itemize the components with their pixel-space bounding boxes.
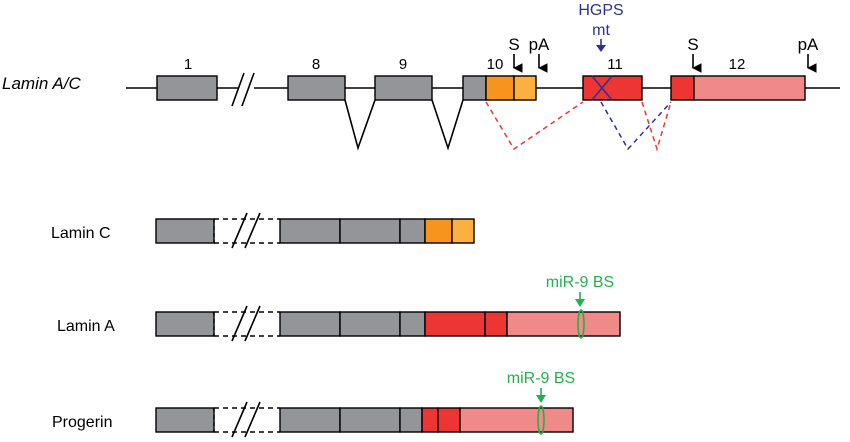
break-mark <box>244 305 261 342</box>
hgps-mutation-arrowhead <box>596 45 606 52</box>
splice-site-label: S <box>687 35 698 54</box>
segment-gray <box>155 218 215 244</box>
exon-10-orange-b <box>513 75 537 101</box>
splice-site-label: S <box>508 35 519 54</box>
segment-gray <box>279 407 341 433</box>
segment-gray <box>339 218 401 244</box>
segment-gray <box>279 218 341 244</box>
mir9-bs-label: miR-9 BS <box>507 370 575 387</box>
segment-gray <box>399 407 423 433</box>
break-mark <box>231 401 248 438</box>
transcript-progerin: Progerin miR-9 BS <box>52 370 575 438</box>
transcript-name: Progerin <box>52 414 112 431</box>
mir9-binding-site <box>577 309 585 339</box>
exon-12-red <box>670 75 695 101</box>
segment-orange <box>424 218 453 244</box>
break-box-dashed <box>214 311 280 337</box>
exon-label: 1 <box>184 56 192 73</box>
break-mark <box>244 212 261 249</box>
intron-splice-9-10 <box>431 99 464 151</box>
segment-salmon <box>506 311 621 337</box>
break-box-dashed <box>214 218 280 244</box>
hgps-mutation-label-2: mt <box>592 22 610 39</box>
progerin-splice-path <box>600 101 672 151</box>
polya-label: pA <box>798 35 819 54</box>
segment-red <box>424 311 486 337</box>
hgps-mutation-label-1: HGPS <box>578 2 623 19</box>
segment-red <box>484 311 508 337</box>
exon-11 <box>582 75 643 101</box>
gene-name: Lamin A/C <box>2 74 81 93</box>
gene-break-mark <box>241 72 255 107</box>
gene-break-mark <box>231 72 245 107</box>
segment-gray <box>399 218 426 244</box>
transcript-name: Lamin C <box>51 225 111 242</box>
mir9-bs-arrowhead <box>575 299 585 307</box>
segment-orange-light <box>451 218 475 244</box>
exon-8 <box>287 75 346 101</box>
break-box-dashed <box>214 407 280 433</box>
mir9-bs-arrowhead <box>536 395 546 403</box>
lamin-a-splice-path-2 <box>641 101 672 152</box>
break-mark <box>231 212 248 249</box>
hgps-mutation-cross <box>591 75 613 101</box>
segment-gray <box>279 311 341 337</box>
exon-label: 12 <box>729 56 746 73</box>
segment-gray <box>155 407 215 433</box>
exon-12-salmon <box>693 75 806 101</box>
polya-label: pA <box>529 35 550 54</box>
exon-10-orange-a <box>485 75 515 101</box>
segment-red <box>437 407 461 433</box>
mir9-bs-label: miR-9 BS <box>546 274 614 291</box>
segment-gray <box>155 311 215 337</box>
exon-label: 9 <box>399 56 407 73</box>
segment-gray <box>339 311 401 337</box>
exon-9 <box>374 75 433 101</box>
exon-1 <box>156 75 218 101</box>
exon-label: 11 <box>607 56 623 73</box>
mir9-binding-site <box>537 405 545 435</box>
transcript-name: Lamin A <box>57 318 115 335</box>
exon-label: 10 <box>487 56 504 73</box>
segment-gray <box>339 407 401 433</box>
transcript-lamin-a: Lamin A miR-9 BS <box>57 274 621 342</box>
exon-label: 8 <box>312 56 320 73</box>
segment-gray <box>399 311 426 337</box>
segment-salmon <box>459 407 574 433</box>
break-mark <box>244 401 261 438</box>
gene-structure: Lamin A/C 1 8 9 10 11 12 S pA S pA <box>2 2 840 152</box>
break-mark <box>231 305 248 342</box>
transcript-lamin-c: Lamin C <box>51 212 475 249</box>
intron-splice-8-9 <box>344 99 376 151</box>
segment-red <box>421 407 439 433</box>
lamin-a-splice-path <box>485 101 584 151</box>
exon-10-gray <box>462 75 487 101</box>
